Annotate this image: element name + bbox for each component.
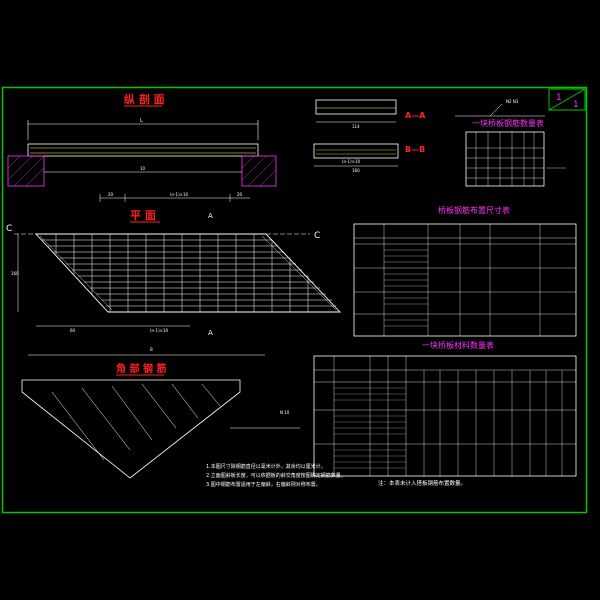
- svg-text:60: 60: [70, 328, 76, 333]
- svg-text:114: 114: [352, 124, 360, 129]
- note-3: 3.图中钢筋布置适用于左偏斜，右偏斜则对称布置。: [206, 481, 321, 488]
- svg-text:10: 10: [140, 166, 146, 171]
- svg-text:(n-1)×10: (n-1)×10: [342, 159, 361, 164]
- sheet-number-block: 1 1: [548, 88, 586, 111]
- table2-title: 桥板钢筋布置尺寸表: [438, 205, 510, 215]
- svg-text:L: L: [140, 118, 143, 124]
- longitudinal-rebars: [42, 239, 336, 307]
- svg-text:B: B: [150, 347, 153, 352]
- cut-a-bottom: A: [208, 329, 213, 337]
- svg-text:(n-1)×10: (n-1)×10: [150, 328, 169, 333]
- svg-text:N2 N3: N2 N3: [506, 99, 519, 104]
- note-2: 2.立面图斜板长度，可以依据板的斜交角度按图确定钢筋数量。: [206, 472, 346, 479]
- table3-note: 注：本表未计入搭板钢筋布置数量。: [378, 479, 466, 487]
- svg-text:160: 160: [352, 168, 360, 173]
- cut-c-left: C: [6, 224, 12, 234]
- corner-title: 角 部 钢 筋: [116, 362, 166, 375]
- section-views: 114 A—A (n-1)×10 160 B—B N2 N3: [313, 99, 545, 173]
- elevation-view: 纵 剖 面 L 10 20 (n-1)×10 20: [7, 92, 277, 202]
- elevation-title: 纵 剖 面: [124, 92, 165, 106]
- table2: 桥板钢筋布置尺寸表: [353, 205, 577, 337]
- cut-a-top: A: [208, 212, 213, 220]
- cut-c-right: C: [314, 231, 320, 241]
- table3-title: 一块桥板材料数量表: [422, 340, 494, 350]
- sheet-total: 1: [573, 100, 579, 110]
- svg-text:20: 20: [108, 192, 114, 197]
- plan-title: 平 面: [130, 209, 156, 222]
- note-1: 1.本图尺寸除钢筋直径以毫米计外，其余均以厘米计。: [206, 463, 326, 470]
- drawing-frame: [1, 86, 588, 514]
- svg-text:20: 20: [237, 192, 243, 197]
- general-notes: 1.本图尺寸除钢筋直径以毫米计外，其余均以厘米计。 2.立面图斜板长度，可以依据…: [206, 463, 346, 488]
- table1-title: 一块桥板钢筋数量表: [472, 118, 544, 128]
- svg-text:160: 160: [11, 271, 19, 276]
- right-abutment: [241, 155, 277, 187]
- plan-view: 平 面 C C A A: [6, 209, 342, 356]
- sheet-no: 1: [556, 93, 562, 103]
- table1: 一块桥板钢筋数量表: [465, 118, 566, 187]
- transverse-rebars: [55, 234, 309, 312]
- svg-text:N 10: N 10: [280, 410, 290, 415]
- table3: 一块桥板材料数量表: [313, 340, 577, 487]
- slab-outline: [34, 233, 342, 313]
- svg-text:(n-1)×10: (n-1)×10: [170, 192, 189, 197]
- corner-detail-view: 角 部 钢 筋 N 10: [21, 362, 300, 479]
- section-a-label: A—A: [405, 111, 426, 120]
- section-b-label: B—B: [405, 145, 425, 154]
- left-abutment: [7, 155, 45, 187]
